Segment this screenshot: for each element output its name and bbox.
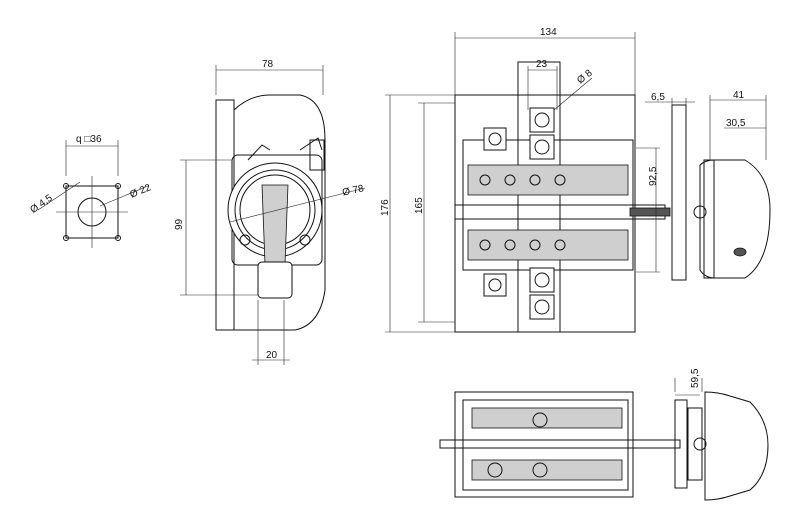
front-height-label: 99 (174, 218, 185, 230)
knob-side-view: 92,5 6,5 41 30,5 (636, 90, 771, 281)
center-hole-label: Ø 22 (128, 182, 153, 200)
body-height-label: 176 (380, 199, 391, 216)
knob-depth-inner-label: 30,5 (726, 118, 746, 129)
side-view: 134 23 Ø 8 176 165 (380, 27, 671, 333)
bottom-flange-label: 59,5 (690, 368, 701, 388)
terminal-pitch-label: 23 (536, 59, 548, 70)
flange-thickness-label: 6,5 (651, 92, 665, 103)
knob-dia-label: Ø 78 (341, 183, 365, 198)
panel-square-label: q □36 (76, 134, 102, 145)
flange-height-label: 92,5 (648, 166, 659, 186)
bottom-view: 59,5 (439, 368, 769, 501)
knob-offset-label: 20 (266, 350, 278, 361)
terminal-dia-label: Ø 8 (575, 68, 595, 87)
hole-dia-label: Ø 4,5 (28, 193, 55, 216)
panel-cutout-view: q □36 Ø 4,5 Ø 22 (28, 134, 153, 248)
inner-height-label: 165 (414, 197, 425, 214)
front-width-label: 78 (262, 59, 274, 70)
body-width-label: 134 (540, 27, 557, 38)
front-view: 78 99 Ø 78 20 (174, 59, 365, 365)
knob-depth-label: 41 (733, 90, 745, 101)
